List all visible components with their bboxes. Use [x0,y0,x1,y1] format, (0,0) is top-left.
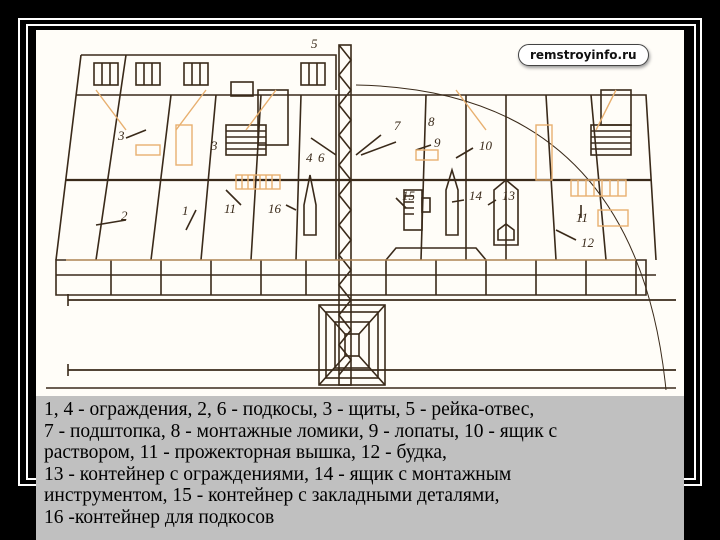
caption-line: инструментом, 15 - контейнер с закладным… [44,485,500,506]
svg-text:7: 7 [394,118,401,133]
svg-text:15: 15 [402,188,416,203]
svg-text:12: 12 [581,235,595,250]
caption-line: 16 -контейнер для подкосов [44,506,275,528]
caption-line: 7 - подштопка, 8 - монтажные ломики, 9 -… [44,420,558,442]
svg-text:3: 3 [210,138,218,153]
svg-text:1: 1 [182,203,189,218]
svg-text:11: 11 [576,210,588,225]
caption-line: раствором, 11 - прожекторная вышка, 12 -… [44,442,447,463]
caption-line: 13 - контейнер с ограждениями, 14 - ящик… [44,463,512,485]
svg-text:14: 14 [469,188,483,203]
caption-line: 1, 4 - ограждения, 2, 6 - подкосы, 3 - щ… [44,399,535,420]
svg-text:16: 16 [268,201,282,216]
site-plan-drawing: 3 3 2 1 11 16 4 6 5 7 8 9 10 15 14 13 11… [36,30,684,396]
watermark-logo: remstroyinfo.ru [518,44,649,66]
legend-caption: 1, 4 - ограждения, 2, 6 - подкосы, 3 - щ… [36,396,684,540]
site-plan-svg: 3 3 2 1 11 16 4 6 5 7 8 9 10 15 14 13 11… [46,36,676,391]
svg-text:8: 8 [428,114,435,129]
svg-text:5: 5 [311,36,318,51]
svg-text:2: 2 [121,208,128,223]
svg-text:6: 6 [318,150,325,165]
svg-text:11: 11 [224,201,236,216]
svg-text:4: 4 [306,150,313,165]
svg-text:9: 9 [434,135,441,150]
svg-text:3: 3 [117,128,125,143]
svg-text:10: 10 [479,138,493,153]
svg-text:13: 13 [502,188,516,203]
